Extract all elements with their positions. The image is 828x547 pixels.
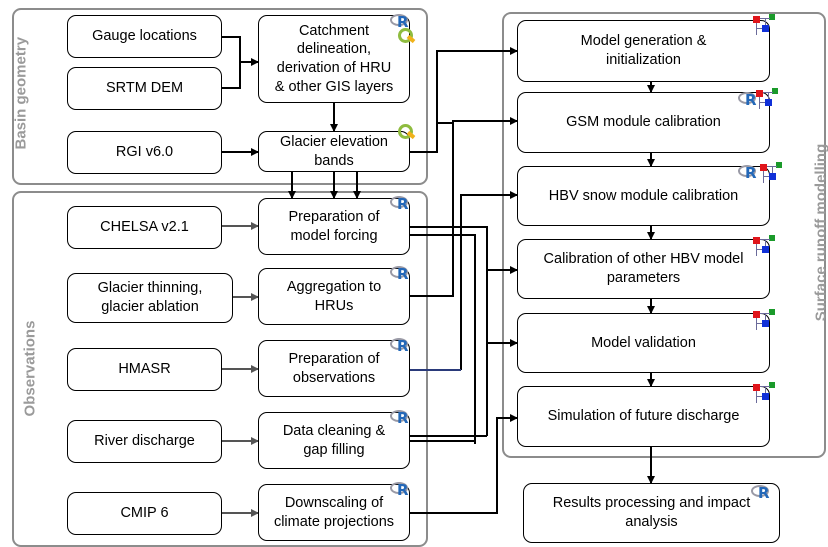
hbv-snow-calibration-box: HBV snow module calibration <box>517 166 770 226</box>
glacier-bands-label-2: bands <box>314 152 354 169</box>
module-hierarchy-icon <box>760 162 784 186</box>
results-label-1: Results processing and impact <box>552 495 751 512</box>
srtm-dem-box: SRTM DEM <box>67 67 222 110</box>
model-forcing-box: Preparation of model forcing <box>258 198 410 255</box>
results-processing-box: Results processing and impact analysis <box>523 483 780 543</box>
chelsa-box: CHELSA v2.1 <box>67 206 222 249</box>
catchment-label-1: Catchment <box>298 22 370 39</box>
preparation-observations-box: Preparation of observations <box>258 340 410 397</box>
validation-label: Model validation <box>591 334 696 351</box>
model-generation-box: Model generation & initialization <box>517 20 770 82</box>
model-validation-box: Model validation <box>517 313 770 373</box>
r-logo-icon: R <box>738 165 762 183</box>
other-params-label-1: Calibration of other HBV model <box>543 251 744 268</box>
rgi-label: RGI v6.0 <box>115 144 174 161</box>
module-hierarchy-icon <box>753 14 777 38</box>
rgi-box: RGI v6.0 <box>67 131 222 174</box>
srtm-dem-label: SRTM DEM <box>105 80 184 97</box>
other-hbv-calibration-box: Calibration of other HBV model parameter… <box>517 239 770 299</box>
r-logo-icon: R <box>390 338 414 356</box>
qgis-logo-icon <box>398 28 416 44</box>
results-label-2: analysis <box>625 514 678 530</box>
generation-label-2: initialization <box>606 52 681 68</box>
cmip6-label: CMIP 6 <box>120 505 169 522</box>
glacier-elevation-bands-box: Glacier elevation bands <box>258 131 410 172</box>
catchment-label-3: derivation of HRU <box>276 60 392 76</box>
hmasr-box: HMASR <box>67 348 222 391</box>
r-logo-icon: R <box>738 92 762 110</box>
cmip6-box: CMIP 6 <box>67 492 222 535</box>
gauge-locations-label: Gauge locations <box>92 28 197 45</box>
observations-label: Observations <box>21 320 39 417</box>
glacier-bands-label-1: Glacier elevation <box>280 133 388 150</box>
generation-label-1: Model generation & <box>580 33 707 50</box>
r-logo-icon: R <box>390 482 414 500</box>
forcing-label-2: model forcing <box>290 227 378 244</box>
module-hierarchy-icon <box>753 382 777 406</box>
future-label: Simulation of future discharge <box>547 408 740 425</box>
aggregation-box: Aggregation to HRUs <box>258 268 410 325</box>
r-logo-icon: R <box>751 485 775 503</box>
aggregation-label-1: Aggregation to <box>286 278 382 295</box>
surface-runoff-label: Surface runoff modelling <box>812 143 828 322</box>
river-discharge-label: River discharge <box>94 433 195 450</box>
downscaling-label-2: climate projections <box>273 513 395 530</box>
other-params-label-2: parameters <box>606 270 681 286</box>
future-discharge-box: Simulation of future discharge <box>517 386 770 447</box>
catchment-label-4: & other GIS layers <box>274 78 394 95</box>
catchment-delineation-box: Catchment delineation, derivation of HRU… <box>258 15 410 103</box>
cleaning-label-1: Data cleaning & <box>282 422 386 439</box>
glacier-thinning-label-1: Glacier thinning, <box>97 280 203 297</box>
basin-geometry-label: Basin geometry <box>12 36 30 150</box>
module-hierarchy-icon <box>753 235 777 259</box>
r-logo-icon: R <box>390 266 414 284</box>
catchment-label-2: delineation, <box>296 41 372 58</box>
gsm-calibration-box: GSM module calibration <box>517 92 770 153</box>
chelsa-label: CHELSA v2.1 <box>100 219 189 236</box>
cleaning-label-2: gap filling <box>303 441 365 458</box>
observations-label-1: Preparation of <box>288 350 380 367</box>
data-cleaning-box: Data cleaning & gap filling <box>258 412 410 469</box>
glacier-thinning-box: Glacier thinning, glacier ablation <box>67 273 233 323</box>
gsm-label: GSM module calibration <box>566 114 721 131</box>
r-logo-icon: R <box>390 410 414 428</box>
module-hierarchy-icon <box>756 88 780 112</box>
hmasr-label: HMASR <box>118 361 171 378</box>
qgis-logo-icon <box>398 124 416 140</box>
downscaling-box: Downscaling of climate projections <box>258 484 410 541</box>
hbv-snow-label: HBV snow module calibration <box>548 187 739 204</box>
r-logo-icon: R <box>390 14 414 32</box>
aggregation-label-2: HRUs <box>314 297 354 314</box>
gauge-locations-box: Gauge locations <box>67 15 222 58</box>
forcing-label-1: Preparation of <box>288 208 380 225</box>
downscaling-label-1: Downscaling of <box>284 494 384 511</box>
r-logo-icon: R <box>390 196 414 214</box>
glacier-thinning-label-2: glacier ablation <box>101 299 199 315</box>
river-discharge-box: River discharge <box>67 420 222 463</box>
module-hierarchy-icon <box>753 309 777 333</box>
observations-label-2: observations <box>292 369 376 386</box>
